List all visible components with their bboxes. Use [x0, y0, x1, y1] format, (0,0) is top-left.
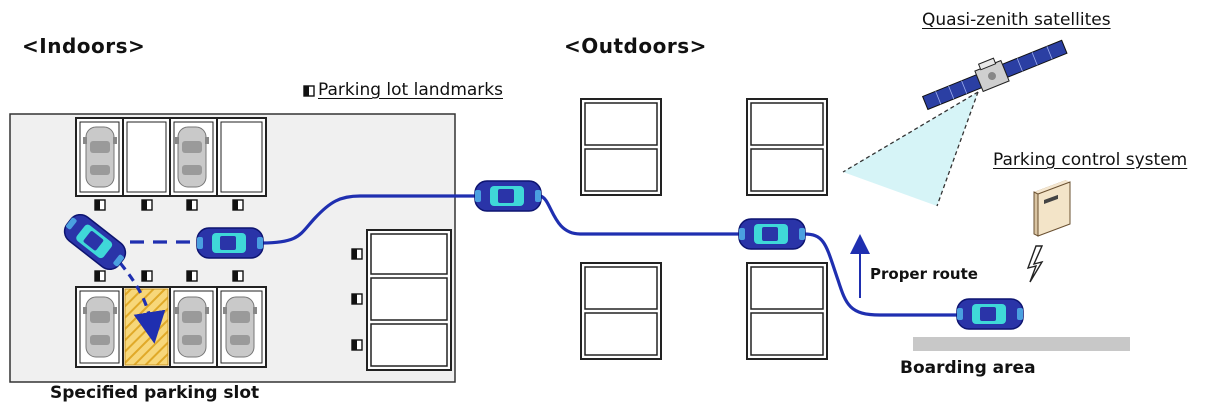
control-system-label: Parking control system [993, 150, 1188, 170]
outdoor-parking-lot [746, 98, 828, 196]
car-icon [956, 298, 1024, 330]
parked-car [222, 296, 258, 358]
outdoor-parking-lot [746, 262, 828, 360]
specified-slot-label: Specified parking slot [50, 383, 260, 403]
boarding-area [913, 337, 1130, 351]
landmark-marker-icon [303, 85, 315, 97]
landmark-marker-icon [94, 199, 106, 211]
car-icon [738, 218, 806, 250]
outdoors-heading: <Outdoors> [564, 34, 707, 58]
landmark-marker-icon [232, 199, 244, 211]
landmark-marker-icon [141, 199, 153, 211]
outdoor-parking-lot [580, 262, 662, 360]
landmark-marker-icon [94, 270, 106, 282]
landmark-marker-icon [232, 270, 244, 282]
satellite-icon [921, 39, 1068, 111]
car-icon [474, 180, 542, 212]
boarding-area-label: Boarding area [900, 358, 1036, 378]
parked-car [174, 126, 210, 188]
parked-car [174, 296, 210, 358]
landmark-marker-icon [351, 293, 363, 305]
landmark-marker-icon [186, 199, 198, 211]
landmark-marker-icon [351, 248, 363, 260]
indoor-right-slots [366, 229, 452, 371]
landmark-marker-icon [351, 339, 363, 351]
indoors-heading: <Indoors> [22, 34, 146, 58]
parked-car [82, 126, 118, 188]
proper-route-label: Proper route [870, 265, 978, 283]
route-path [261, 194, 960, 317]
car-icon [196, 227, 264, 259]
specified-parking-slot-highlight [124, 288, 169, 366]
parked-car [82, 296, 118, 358]
server-icon [1033, 180, 1071, 237]
outdoor-parking-lot [580, 98, 662, 196]
satellite-beam [843, 92, 978, 206]
lightning-signal-icon [1026, 245, 1044, 283]
satellites-label: Quasi-zenith satellites [922, 10, 1111, 30]
landmark-marker-icon [186, 270, 198, 282]
landmarks-label: Parking lot landmarks [318, 80, 503, 100]
landmark-marker-icon [141, 270, 153, 282]
